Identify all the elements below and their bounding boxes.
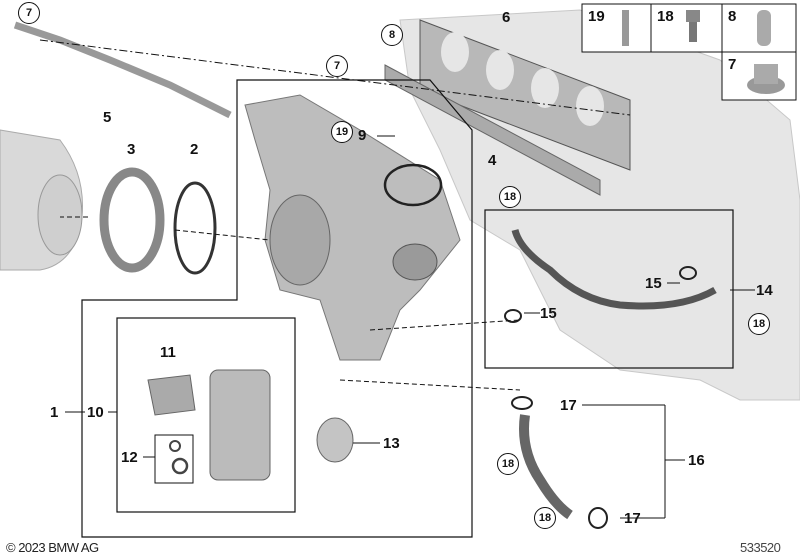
stud-pin-icon — [622, 10, 629, 46]
oil-return-pipe — [519, 414, 573, 520]
heat-shield-strip — [384, 64, 601, 196]
dowel-pin-icon — [757, 10, 771, 46]
sealing-ring — [173, 181, 217, 275]
callout-17-upper[interactable]: 17 — [560, 397, 577, 414]
actuator-group-outline — [116, 317, 296, 513]
callout-5[interactable]: 5 — [103, 109, 112, 126]
callout-18-return-bottom[interactable]: 18 — [534, 507, 556, 529]
turbo-group-outline — [81, 79, 473, 538]
callout-3[interactable]: 3 — [127, 141, 136, 158]
callout-17-lower[interactable]: 17 — [624, 510, 641, 527]
callout-11[interactable]: 11 — [160, 344, 176, 361]
callout-6[interactable]: 6 — [502, 9, 511, 26]
wastegate-actuator — [209, 369, 271, 481]
copyright: © 2023 BMW AG — [6, 540, 99, 555]
callout-15-lower[interactable]: 15 — [540, 305, 557, 322]
callout-15-upper[interactable]: 15 — [645, 275, 662, 292]
legend-label-19: 19 — [588, 8, 605, 25]
callout-8[interactable]: 8 — [381, 24, 403, 46]
legend-label-7: 7 — [728, 56, 737, 73]
manifold-gasket — [419, 19, 631, 171]
oil-feed-line — [511, 228, 717, 310]
callout-18-return-top[interactable]: 18 — [497, 453, 519, 475]
oil-line-group-outline — [484, 209, 734, 369]
callout-16[interactable]: 16 — [688, 452, 705, 469]
callout-7-heat-shield[interactable]: 7 — [326, 55, 348, 77]
callout-12[interactable]: 12 — [121, 449, 138, 466]
legend-label-18: 18 — [657, 8, 674, 25]
callout-13[interactable]: 13 — [383, 435, 400, 452]
callout-7[interactable]: 7 — [18, 2, 40, 24]
callout-18-oil-line-top[interactable]: 18 — [499, 186, 521, 208]
diagram-number: 533520 — [740, 540, 781, 555]
v-band-clamp — [99, 167, 165, 273]
callout-14[interactable]: 14 — [756, 282, 773, 299]
legend-label-8: 8 — [728, 8, 737, 25]
callout-10[interactable]: 10 — [87, 404, 104, 421]
hex-socket-bolt-icon — [686, 10, 700, 22]
callout-2[interactable]: 2 — [190, 141, 199, 158]
callout-4[interactable]: 4 — [488, 152, 497, 169]
callout-19[interactable]: 19 — [331, 121, 353, 143]
callout-1[interactable]: 1 — [50, 404, 59, 421]
turbocharger — [244, 94, 461, 361]
callout-18-oil-line-end[interactable]: 18 — [748, 313, 770, 335]
callout-9[interactable]: 9 — [358, 127, 367, 144]
gasket-strip — [13, 21, 232, 119]
